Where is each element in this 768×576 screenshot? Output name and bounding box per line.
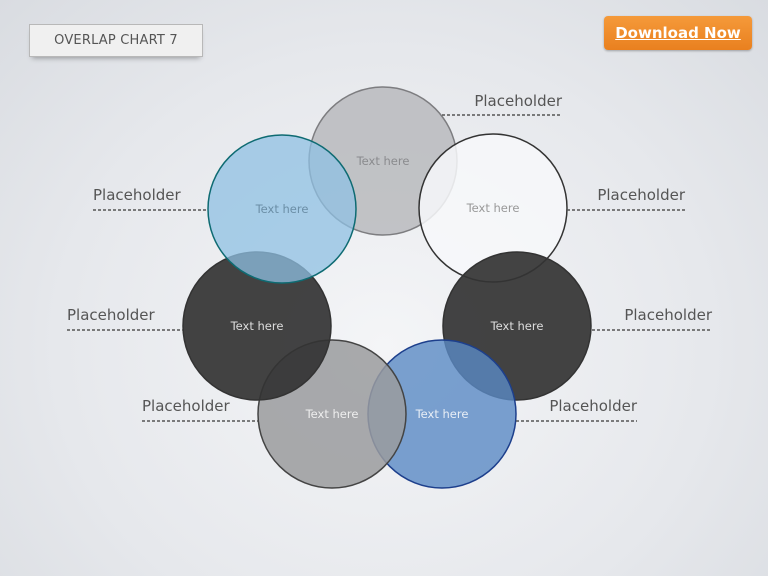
circle-label: Text here (230, 319, 284, 333)
circle-shape (207, 134, 357, 284)
circle-label: Text here (305, 407, 359, 421)
circle-label: Text here (415, 407, 469, 421)
placeholder-label: Placeholder (549, 397, 637, 415)
placeholder-callout: Placeholder (442, 92, 563, 116)
overlap-circle (207, 134, 357, 284)
download-now-button[interactable]: Download Now (604, 16, 752, 50)
slide-title: OVERLAP CHART 7 (29, 24, 203, 57)
placeholder-label: Placeholder (474, 92, 562, 110)
placeholder-callout: Placeholder (567, 186, 686, 211)
placeholder-callout: Placeholder (93, 186, 208, 211)
placeholder-label: Placeholder (93, 186, 181, 204)
placeholder-callout: Placeholder (67, 306, 183, 331)
placeholder-label: Placeholder (67, 306, 155, 324)
placeholder-label: Placeholder (597, 186, 685, 204)
placeholder-label: Placeholder (142, 397, 230, 415)
placeholder-callout: Placeholder (516, 397, 638, 422)
circle-label: Text here (490, 319, 544, 333)
placeholder-label: Placeholder (624, 306, 712, 324)
circle-label: Text here (466, 201, 520, 215)
placeholder-callout: Placeholder (142, 397, 258, 422)
placeholder-callout: Placeholder (592, 306, 713, 331)
slide-title-text: OVERLAP CHART 7 (54, 33, 178, 48)
circle-label: Text here (356, 154, 410, 168)
circle-label: Text here (255, 202, 309, 216)
